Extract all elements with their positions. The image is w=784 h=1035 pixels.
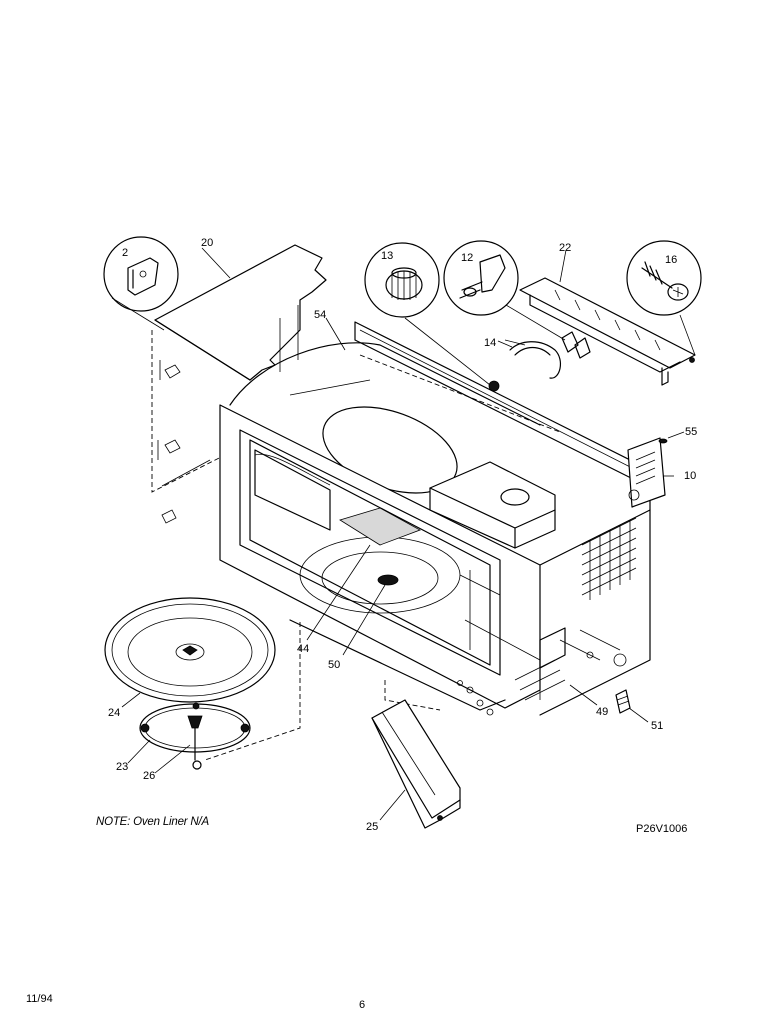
detail-circle-part-12 xyxy=(443,240,591,359)
callout-44: 44 xyxy=(297,643,309,655)
oven-liner-note: NOTE: Oven Liner N/A xyxy=(96,816,209,828)
top-cover-part-20 xyxy=(154,244,327,381)
callout-54: 54 xyxy=(314,309,326,321)
callout-20: 20 xyxy=(201,237,213,249)
callout-24: 24 xyxy=(108,707,120,719)
callout-10: 10 xyxy=(684,470,696,482)
turntable-part-24 xyxy=(104,597,276,708)
callout-50: 50 xyxy=(328,659,340,671)
connector-part-51 xyxy=(615,689,631,714)
oven-cavity-body xyxy=(219,321,651,716)
callout-55: 55 xyxy=(685,426,697,438)
callout-51: 51 xyxy=(651,720,663,732)
wire-part-14 xyxy=(497,340,562,379)
callout-14: 14 xyxy=(484,337,496,349)
callout-12: 12 xyxy=(461,252,473,264)
callout-16: 16 xyxy=(665,254,677,266)
callout-23: 23 xyxy=(116,761,128,773)
detail-circle-part-2 xyxy=(103,236,179,331)
left-side-panel xyxy=(151,330,226,524)
detail-circle-part-16 xyxy=(626,240,702,363)
bottom-cover-part-25 xyxy=(371,699,461,829)
callout-49: 49 xyxy=(596,706,608,718)
callout-25: 25 xyxy=(366,821,378,833)
vent-grid xyxy=(581,517,637,600)
revision-date: 11/94 xyxy=(26,993,53,1005)
diagram-code: P26V1006 xyxy=(636,823,688,835)
page-number: 6 xyxy=(359,999,366,1011)
callout-2: 2 xyxy=(122,247,128,259)
callout-26: 26 xyxy=(143,770,155,782)
detail-circle-part-13 xyxy=(364,242,500,392)
callout-22: 22 xyxy=(559,242,571,254)
callout-13: 13 xyxy=(381,250,393,262)
roller-ring-part-23 xyxy=(127,702,251,774)
bracket-part-10 xyxy=(627,437,668,508)
